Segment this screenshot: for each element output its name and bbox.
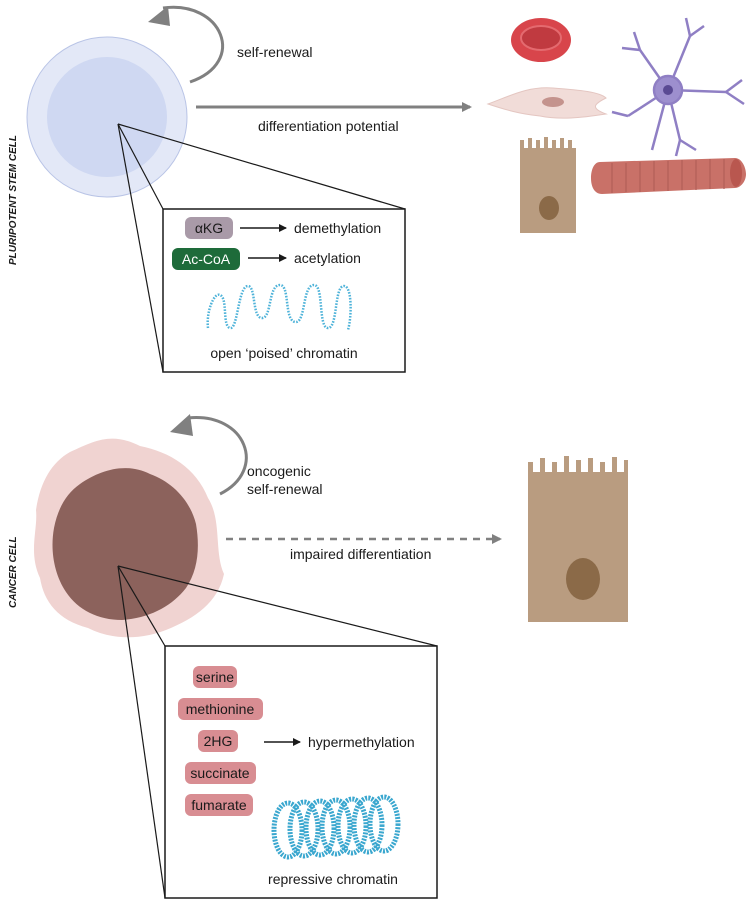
epithelial-cell-icon	[520, 137, 576, 233]
metabolite-pills: serine methionine 2HG succinate fumarate	[178, 666, 263, 816]
oncogenic-self-renewal-arrow	[187, 416, 248, 496]
top-panel: PLURIPOTENT STEM CELL self-renewal diffe…	[8, 5, 746, 373]
metabolite-pill: methionine	[186, 701, 255, 717]
accoa-row: Ac-CoA acetylation	[172, 248, 361, 270]
cancer-cell-label: CANCER CELL	[8, 536, 19, 608]
accoa-pill: Ac-CoA	[182, 251, 231, 267]
metabolite-pill: succinate	[190, 765, 249, 781]
fibroblast-icon	[486, 87, 608, 119]
self-renewal-arrowhead	[148, 6, 170, 26]
self-renewal-label: self-renewal	[237, 44, 312, 60]
oncogenic-self-renewal-arrowhead	[170, 414, 193, 436]
cancer-cell	[33, 438, 224, 638]
pluripotent-stem-cell-label: PLURIPOTENT STEM CELL	[8, 135, 19, 265]
muscle-fiber-icon	[591, 158, 746, 194]
oncogenic-label: oncogenic	[247, 463, 311, 479]
metabolite-pill: fumarate	[191, 797, 246, 813]
top-inset-box	[162, 208, 406, 373]
hypermethylation-label: hypermethylation	[308, 734, 415, 750]
acetylation-label: acetylation	[294, 250, 361, 266]
differentiation-potential-label: differentiation potential	[258, 118, 399, 134]
zoom-lines	[117, 123, 406, 373]
oncogenic-self-renewal-label: self-renewal	[247, 481, 322, 497]
open-chromatin-icon	[206, 283, 352, 331]
bottom-zoom-lines	[117, 565, 438, 899]
self-renewal-arrow	[162, 5, 224, 84]
demethylation-label: demethylation	[294, 220, 381, 236]
red-blood-cell-icon	[511, 18, 571, 62]
stem-cell	[26, 36, 188, 198]
neuron-icon	[611, 17, 745, 157]
large-epithelial-cell-icon	[528, 456, 628, 622]
open-chromatin-label: open ‘poised’ chromatin	[210, 345, 357, 361]
bottom-panel: CANCER CELL oncogenic self-renewal impai…	[8, 414, 628, 899]
akg-pill: αKG	[195, 220, 223, 236]
repressive-chromatin-label: repressive chromatin	[268, 871, 398, 887]
repressive-chromatin-icon	[271, 794, 401, 860]
akg-row: αKG demethylation	[185, 217, 381, 239]
metabolite-pill: 2HG	[204, 733, 233, 749]
metabolite-pill: serine	[196, 669, 234, 685]
impaired-differentiation-label: impaired differentiation	[290, 546, 431, 562]
